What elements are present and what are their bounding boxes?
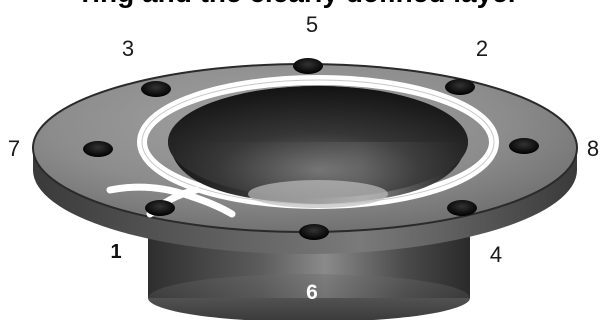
bolt-hole-2 [445, 79, 475, 95]
bolt-hole-3 [141, 81, 171, 97]
bolt-hole-5 [293, 58, 323, 74]
bolt-hole-7 [83, 141, 113, 157]
cropped-header-text: ring and the clearly defined layer [81, 0, 518, 8]
callout-8: 8 [587, 136, 599, 161]
callout-1: 1 [110, 241, 121, 263]
callout-7: 7 [8, 136, 20, 161]
callout-5: 5 [306, 12, 318, 37]
bolt-hole-6 [299, 224, 329, 240]
callout-6-hub: 6 [306, 281, 318, 304]
bolt-hole-4 [447, 200, 477, 216]
callout-3: 3 [122, 36, 134, 61]
callout-4: 4 [490, 242, 502, 267]
callout-2: 2 [476, 36, 488, 61]
bolt-hole-1 [145, 200, 175, 216]
bolt-hole-8 [509, 138, 539, 154]
